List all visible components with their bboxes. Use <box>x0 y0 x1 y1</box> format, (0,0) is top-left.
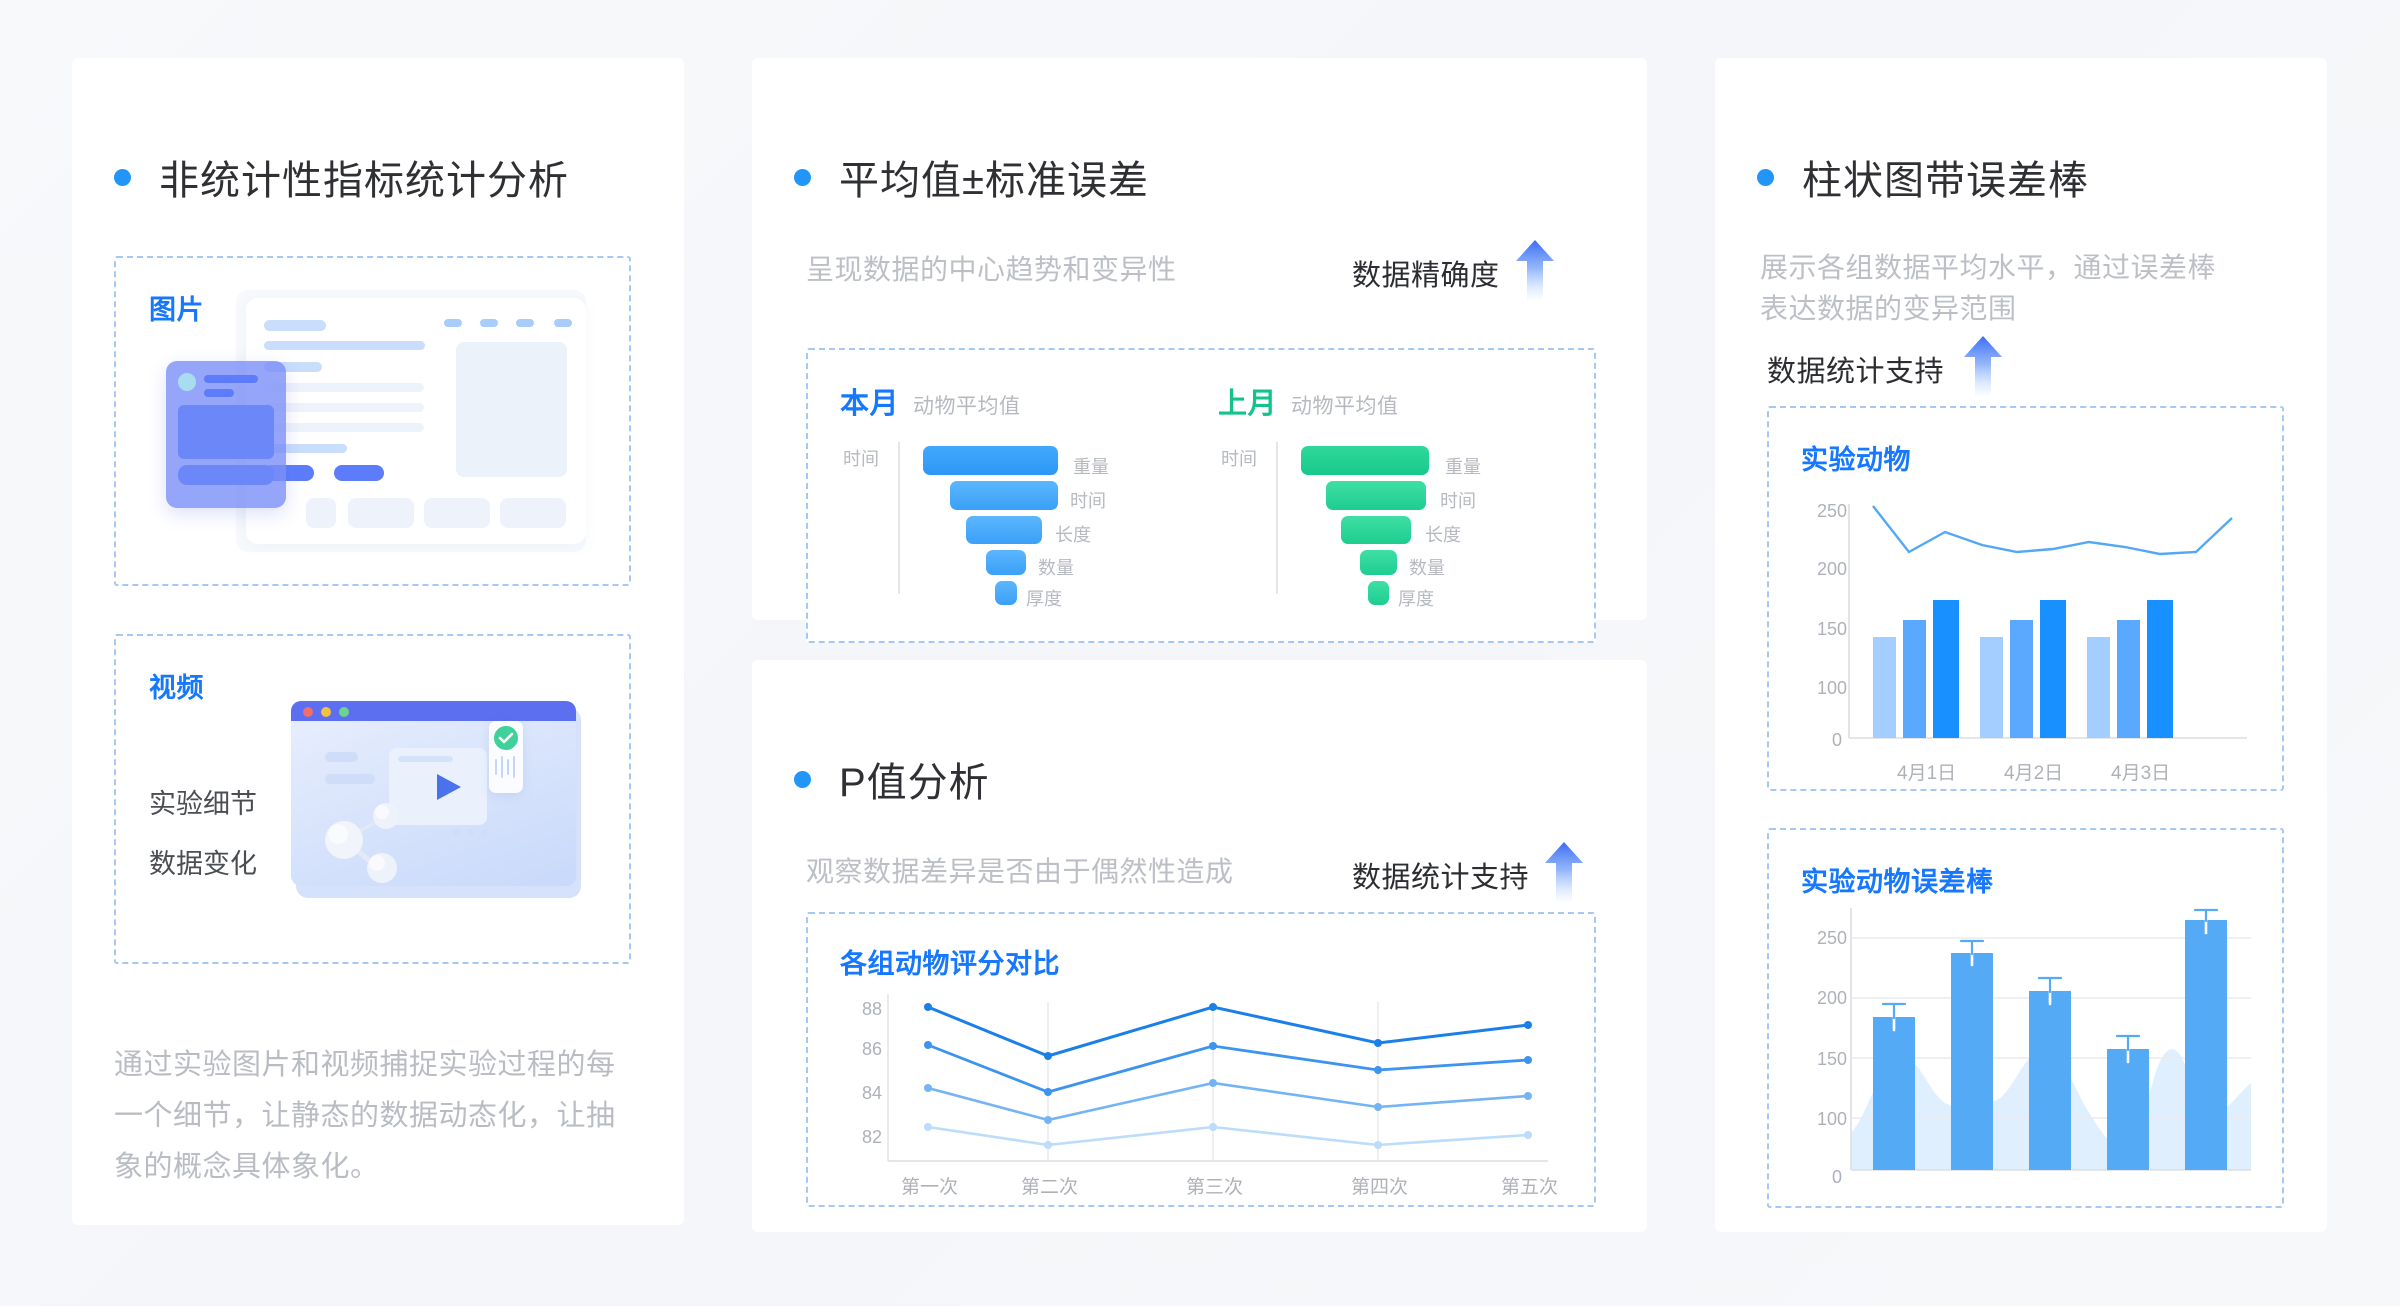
funnel2-axis-label: 时间 <box>1221 449 1257 469</box>
card2-badge: 数据精确度 <box>1352 240 1554 302</box>
line-chart-svg <box>887 994 1548 1162</box>
funnel1-axis-label: 时间 <box>843 449 879 469</box>
xtick-1: 4月2日 <box>2004 763 2064 784</box>
funnel2-label-1: 时间 <box>1440 491 1476 511</box>
ytick-84: 84 <box>862 1083 883 1103</box>
line-chart-panel: 各组动物评分对比 88 86 84 82 <box>806 912 1596 1207</box>
image-panel: 图片 <box>114 256 631 586</box>
xtick-2: 4月3日 <box>2111 763 2171 784</box>
card3-title: P值分析 <box>839 761 990 805</box>
ytick-150: 150 <box>1817 1049 1848 1069</box>
bullet-dot-icon <box>114 168 131 186</box>
ytick-100: 100 <box>1817 1109 1848 1129</box>
ytick-200: 200 <box>1817 988 1848 1008</box>
card3-badge-label: 数据统计支持 <box>1352 862 1530 894</box>
ytick-100: 100 <box>1817 678 1848 698</box>
lab-animals-title: 实验动物 <box>1801 445 1911 475</box>
funnel1-label-4: 厚度 <box>1026 589 1062 609</box>
card1-paragraph: 通过实验图片和视频捕捉实验过程的每一个细节，让静态的数据动态化，让抽象的概念具体… <box>114 1049 616 1183</box>
molecule-icon <box>325 803 399 883</box>
video-bullet-1: 实验细节 <box>149 789 257 819</box>
card4-badge: 数据统计支持 <box>1767 336 2003 398</box>
funnel1-label-3: 数量 <box>1038 558 1074 578</box>
ytick-250: 250 <box>1817 501 1848 521</box>
error-bars-panel: 实验动物误差棒 250 200 150 100 0 <box>1767 828 2284 1208</box>
error-bars-title: 实验动物误差棒 <box>1801 867 1994 897</box>
check-circle-icon <box>494 726 518 750</box>
funnel1-label-2: 长度 <box>1055 525 1091 545</box>
card3-heading: P值分析 <box>794 750 990 808</box>
bullet-dot-icon <box>1757 168 1774 186</box>
funnel-panel: 本月 动物平均值 时间 重量 时间 长度 数量 厚度 上月 <box>806 348 1596 643</box>
funnel2-title: 上月 <box>1218 388 1278 420</box>
card1-title: 非统计性指标统计分析 <box>159 159 569 203</box>
card2-heading: 平均值±标准误差 <box>794 148 1149 206</box>
funnel1-label-0: 重量 <box>1073 457 1109 477</box>
arrow-up-icon <box>1964 336 2003 398</box>
ytick-150: 150 <box>1817 619 1848 639</box>
xtick-4: 第五次 <box>1501 1177 1559 1198</box>
card-mean-standard-error: 平均值±标准误差 呈现数据的中心趋势和变异性 数据精确度 本月 动物平均值 时间 <box>752 58 1647 643</box>
card-p-value: P值分析 观察数据差异是否由于偶然性造成 数据统计支持 各组动物评分对比 88 … <box>752 660 1647 1232</box>
xtick-0: 4月1日 <box>1897 763 1957 784</box>
funnel2-label-2: 长度 <box>1425 525 1461 545</box>
funnel1-title: 本月 <box>840 388 900 420</box>
image-illustration <box>136 276 616 576</box>
video-bullet-2: 数据变化 <box>149 849 257 879</box>
card2-title: 平均值±标准误差 <box>839 159 1149 203</box>
xtick-3: 第四次 <box>1351 1177 1409 1198</box>
funnel1-label-1: 时间 <box>1070 491 1106 511</box>
card4-badge-label: 数据统计支持 <box>1767 356 1945 388</box>
funnel2-label-4: 厚度 <box>1398 589 1434 609</box>
card-non-statistical: 非统计性指标统计分析 图片 <box>72 58 684 1225</box>
xtick-1: 第二次 <box>1021 1177 1079 1198</box>
play-icon <box>437 774 461 800</box>
card3-badge: 数据统计支持 <box>1352 842 1584 904</box>
card2-subtitle: 呈现数据的中心趋势和变异性 <box>806 254 1177 285</box>
xtick-2: 第三次 <box>1186 1177 1244 1198</box>
funnel2-label-0: 重量 <box>1445 457 1481 477</box>
funnel2-label-3: 数量 <box>1409 558 1445 578</box>
ytick-86: 86 <box>862 1039 883 1059</box>
image-panel-label: 图片 <box>149 295 204 325</box>
card4-subtitle: 展示各组数据平均水平，通过误差棒表达数据的变异范围 <box>1760 252 2217 324</box>
card4-heading: 柱状图带误差棒 <box>1757 148 2089 206</box>
ytick-0: 0 <box>1832 1167 1843 1187</box>
video-illustration <box>261 696 611 916</box>
funnel2-subtitle: 动物平均值 <box>1291 395 1399 418</box>
card2-badge-label: 数据精确度 <box>1352 260 1500 292</box>
funnel1-subtitle: 动物平均值 <box>913 395 1021 418</box>
ytick-82: 82 <box>862 1127 883 1147</box>
error-bars-svg <box>1850 908 2251 1171</box>
arrow-up-icon <box>1545 842 1584 904</box>
card3-subtitle: 观察数据差异是否由于偶然性造成 <box>806 856 1234 887</box>
video-panel: 视频 实验细节 数据变化 <box>114 634 631 964</box>
lab-animals-svg <box>1848 504 2247 739</box>
line-chart-title: 各组动物评分对比 <box>840 949 1060 979</box>
arrow-up-icon <box>1515 240 1554 302</box>
bullet-dot-icon <box>794 168 811 186</box>
ytick-0: 0 <box>1832 730 1843 750</box>
card4-title: 柱状图带误差棒 <box>1802 159 2089 203</box>
video-panel-label: 视频 <box>149 673 204 703</box>
lab-animals-panel: 实验动物 250 200 150 100 0 <box>1767 406 2284 791</box>
xtick-0: 第一次 <box>901 1177 959 1198</box>
bullet-dot-icon <box>794 770 811 788</box>
ytick-88: 88 <box>862 999 883 1019</box>
ytick-250: 250 <box>1817 928 1848 948</box>
ytick-200: 200 <box>1817 559 1848 579</box>
card1-heading: 非统计性指标统计分析 <box>114 148 569 206</box>
card-error-bar: 柱状图带误差棒 展示各组数据平均水平，通过误差棒表达数据的变异范围 数据统计支持… <box>1715 58 2327 1232</box>
